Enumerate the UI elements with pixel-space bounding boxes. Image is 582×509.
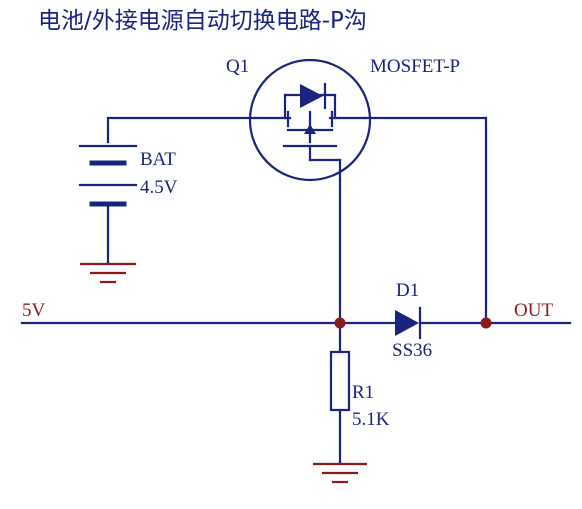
diode-triangle [395,310,419,336]
diode-d1 [395,306,422,340]
r1-ref-label: R1 [352,382,374,403]
junction-dot-rail [334,317,346,329]
ground-symbol-bat [80,262,136,284]
net-label-5v: 5V [22,300,46,321]
battery-bat [78,144,138,207]
q1-ref-label: Q1 [226,56,249,77]
bat-value-label: 4.5V [140,177,178,198]
body-diode-triangle [300,84,323,108]
p-channel-arrow [304,124,316,134]
mosfet-body-circle [248,58,372,182]
bat-ref-label: BAT [140,149,176,170]
net-label-out: OUT [514,300,553,321]
resistor-r1 [329,350,351,412]
wire-bat-to-source [106,116,257,144]
ground-symbol-r1 [313,462,367,484]
junction-dot-out [480,317,492,329]
r1-value-label: 5.1K [352,409,390,430]
mosfet-body-diode [283,82,337,120]
mosfet-q1 [248,58,372,182]
wire-drain-to-out [363,116,488,325]
q1-value-label: MOSFET-P [370,56,460,77]
d1-ref-label: D1 [396,280,419,301]
diagram-title: 电池/外接电源自动切换电路-P沟 [38,8,367,34]
d1-value-label: SS36 [392,340,432,361]
